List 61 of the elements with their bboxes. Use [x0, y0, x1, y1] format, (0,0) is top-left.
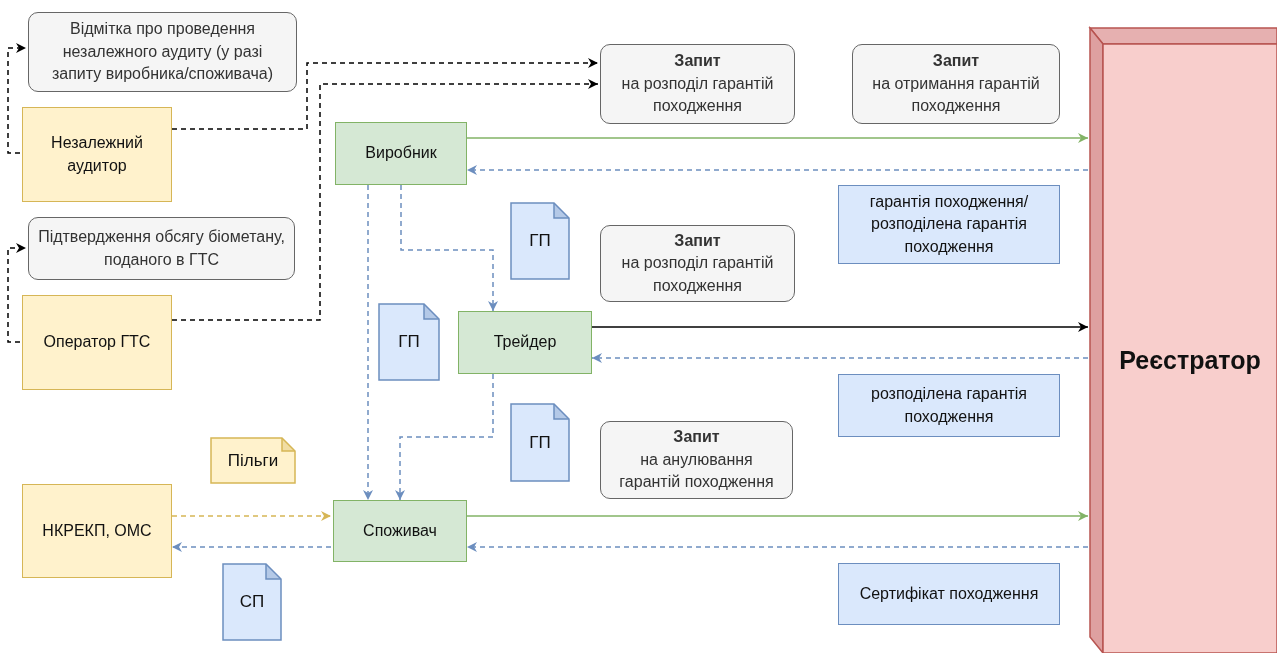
request-box [852, 44, 1060, 124]
arrow [171, 511, 332, 521]
document-icon [378, 303, 440, 381]
box-label: Трейдер [493, 332, 557, 353]
document-label: Пільги [227, 450, 279, 471]
document-label: СП [239, 592, 265, 612]
arrow [466, 133, 1089, 143]
arrow [171, 542, 332, 552]
request-heading: Запит [673, 427, 720, 448]
request-heading: Запит [932, 51, 980, 72]
document-type-box [838, 563, 1060, 625]
note-box [28, 217, 295, 280]
box-label: на анулювання гарантій походження [618, 449, 775, 493]
request-box [600, 421, 793, 499]
document-icon [510, 202, 570, 280]
note-box [28, 12, 297, 92]
document-label: ГП [529, 432, 551, 453]
arrow [466, 542, 1089, 552]
document-label: ГП [529, 231, 551, 251]
box-label: на отримання гарантій походження [871, 73, 1041, 117]
arrow [466, 165, 1089, 175]
box-label: гарантія походження/ розподілена гарантія походження [868, 191, 1030, 257]
request-box [600, 44, 795, 124]
document-type-box [838, 374, 1060, 437]
box-label: на розподіл гарантій походження [620, 73, 775, 117]
request-box [600, 225, 795, 302]
box-label: на розподіл гарантій походження [620, 253, 775, 296]
box-label: Відмітка про проведення незалежного аудиту (у разі запиту виробника/споживача) [50, 19, 275, 85]
document-icon [210, 437, 296, 484]
document-icon [222, 563, 282, 641]
request-heading: Запит [674, 230, 721, 251]
box-label: Сертифікат походження [859, 583, 1039, 604]
document-type-box [838, 185, 1060, 264]
actor-box [22, 107, 172, 202]
arrow [7, 43, 27, 154]
box-label: Незалежний аудитор [50, 133, 144, 176]
box-label: розподілена гарантія походження [870, 384, 1028, 427]
box-label: Споживач [363, 520, 437, 541]
box-label: НКРЕКП, ОМС [42, 520, 152, 541]
box-label: Виробник [365, 143, 437, 164]
arrow [171, 79, 599, 321]
arrow [591, 353, 1089, 363]
arrow [466, 511, 1089, 521]
arrow [395, 373, 494, 501]
participant-box [458, 311, 592, 374]
box-label: Підтвердження обсягу біометану, поданого в ГТС [37, 227, 286, 270]
participant-box [335, 122, 467, 185]
arrow [400, 184, 498, 312]
arrow [7, 243, 27, 343]
actor-box [22, 484, 172, 578]
arrow [171, 58, 599, 130]
actor-box [22, 295, 172, 390]
registry-block [1090, 28, 1277, 653]
document-icon [510, 403, 570, 482]
registry-label: Реєстратор [1118, 346, 1262, 375]
box-label: Оператор ГТС [43, 332, 151, 353]
document-label: ГП [398, 332, 420, 352]
request-heading: Запит [674, 51, 721, 72]
arrow [363, 184, 373, 501]
arrow [591, 322, 1089, 332]
participant-box [333, 500, 467, 562]
